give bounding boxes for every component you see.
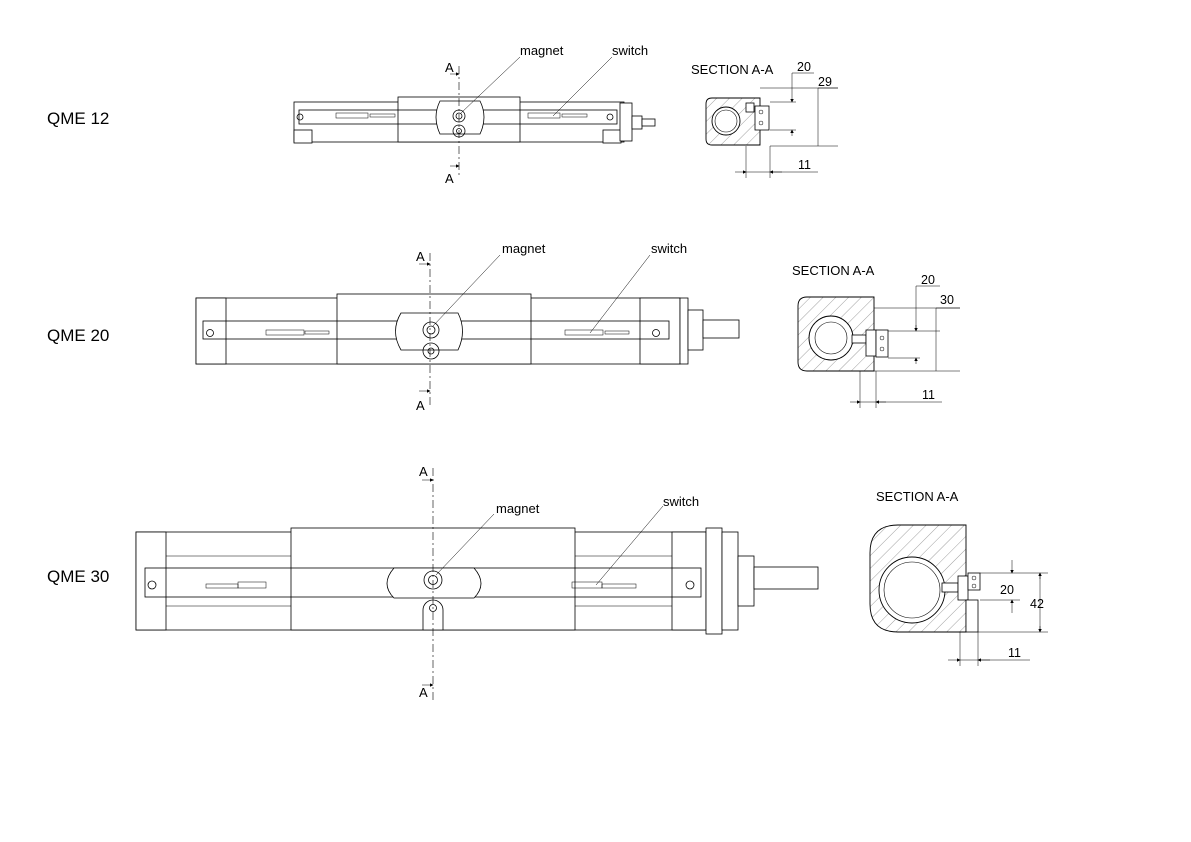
- row-qme-20: QME 20 A A magn: [47, 241, 960, 413]
- dimension-11: 11: [798, 158, 811, 172]
- magnet-callout: magnet: [502, 241, 546, 256]
- model-label: QME 20: [47, 326, 109, 345]
- dimension-20: 20: [1000, 583, 1014, 597]
- section-marker-bottom: A: [445, 171, 454, 186]
- side-view: A A magnet switch: [195, 241, 740, 413]
- section-title: SECTION A-A: [876, 489, 959, 504]
- magnet-callout: magnet: [496, 501, 540, 516]
- section-title: SECTION A-A: [691, 62, 774, 77]
- dimension-11: 11: [1008, 646, 1021, 660]
- switch-callout: switch: [663, 494, 699, 509]
- row-qme-30: QME 30: [47, 464, 1048, 700]
- dimension-30: 30: [940, 293, 954, 307]
- dimension-42: 42: [1030, 597, 1044, 611]
- model-label: QME 12: [47, 109, 109, 128]
- dimension-29: 29: [818, 75, 832, 89]
- section-marker-top: A: [445, 60, 454, 75]
- switch-callout: switch: [651, 241, 687, 256]
- section-marker-bottom: A: [416, 398, 425, 413]
- section-view: SECTION A-A 20 29 11: [691, 60, 838, 178]
- side-view: A A magnet switch: [135, 464, 819, 700]
- section-marker-bottom: A: [419, 685, 428, 700]
- side-view: A A magnet switch: [293, 43, 656, 186]
- row-qme-12: QME 12 A A: [47, 43, 838, 186]
- section-marker-top: A: [416, 249, 425, 264]
- magnet-callout: magnet: [520, 43, 564, 58]
- dimension-11: 11: [922, 388, 935, 402]
- switch-callout: switch: [612, 43, 648, 58]
- section-marker-top: A: [419, 464, 428, 479]
- dimension-20: 20: [797, 60, 811, 74]
- section-view: SECTION A-A 20 42 11: [869, 489, 1048, 666]
- dimension-20: 20: [921, 273, 935, 287]
- model-label: QME 30: [47, 567, 109, 586]
- section-view: SECTION A-A 20 30 11: [792, 263, 960, 408]
- section-title: SECTION A-A: [792, 263, 875, 278]
